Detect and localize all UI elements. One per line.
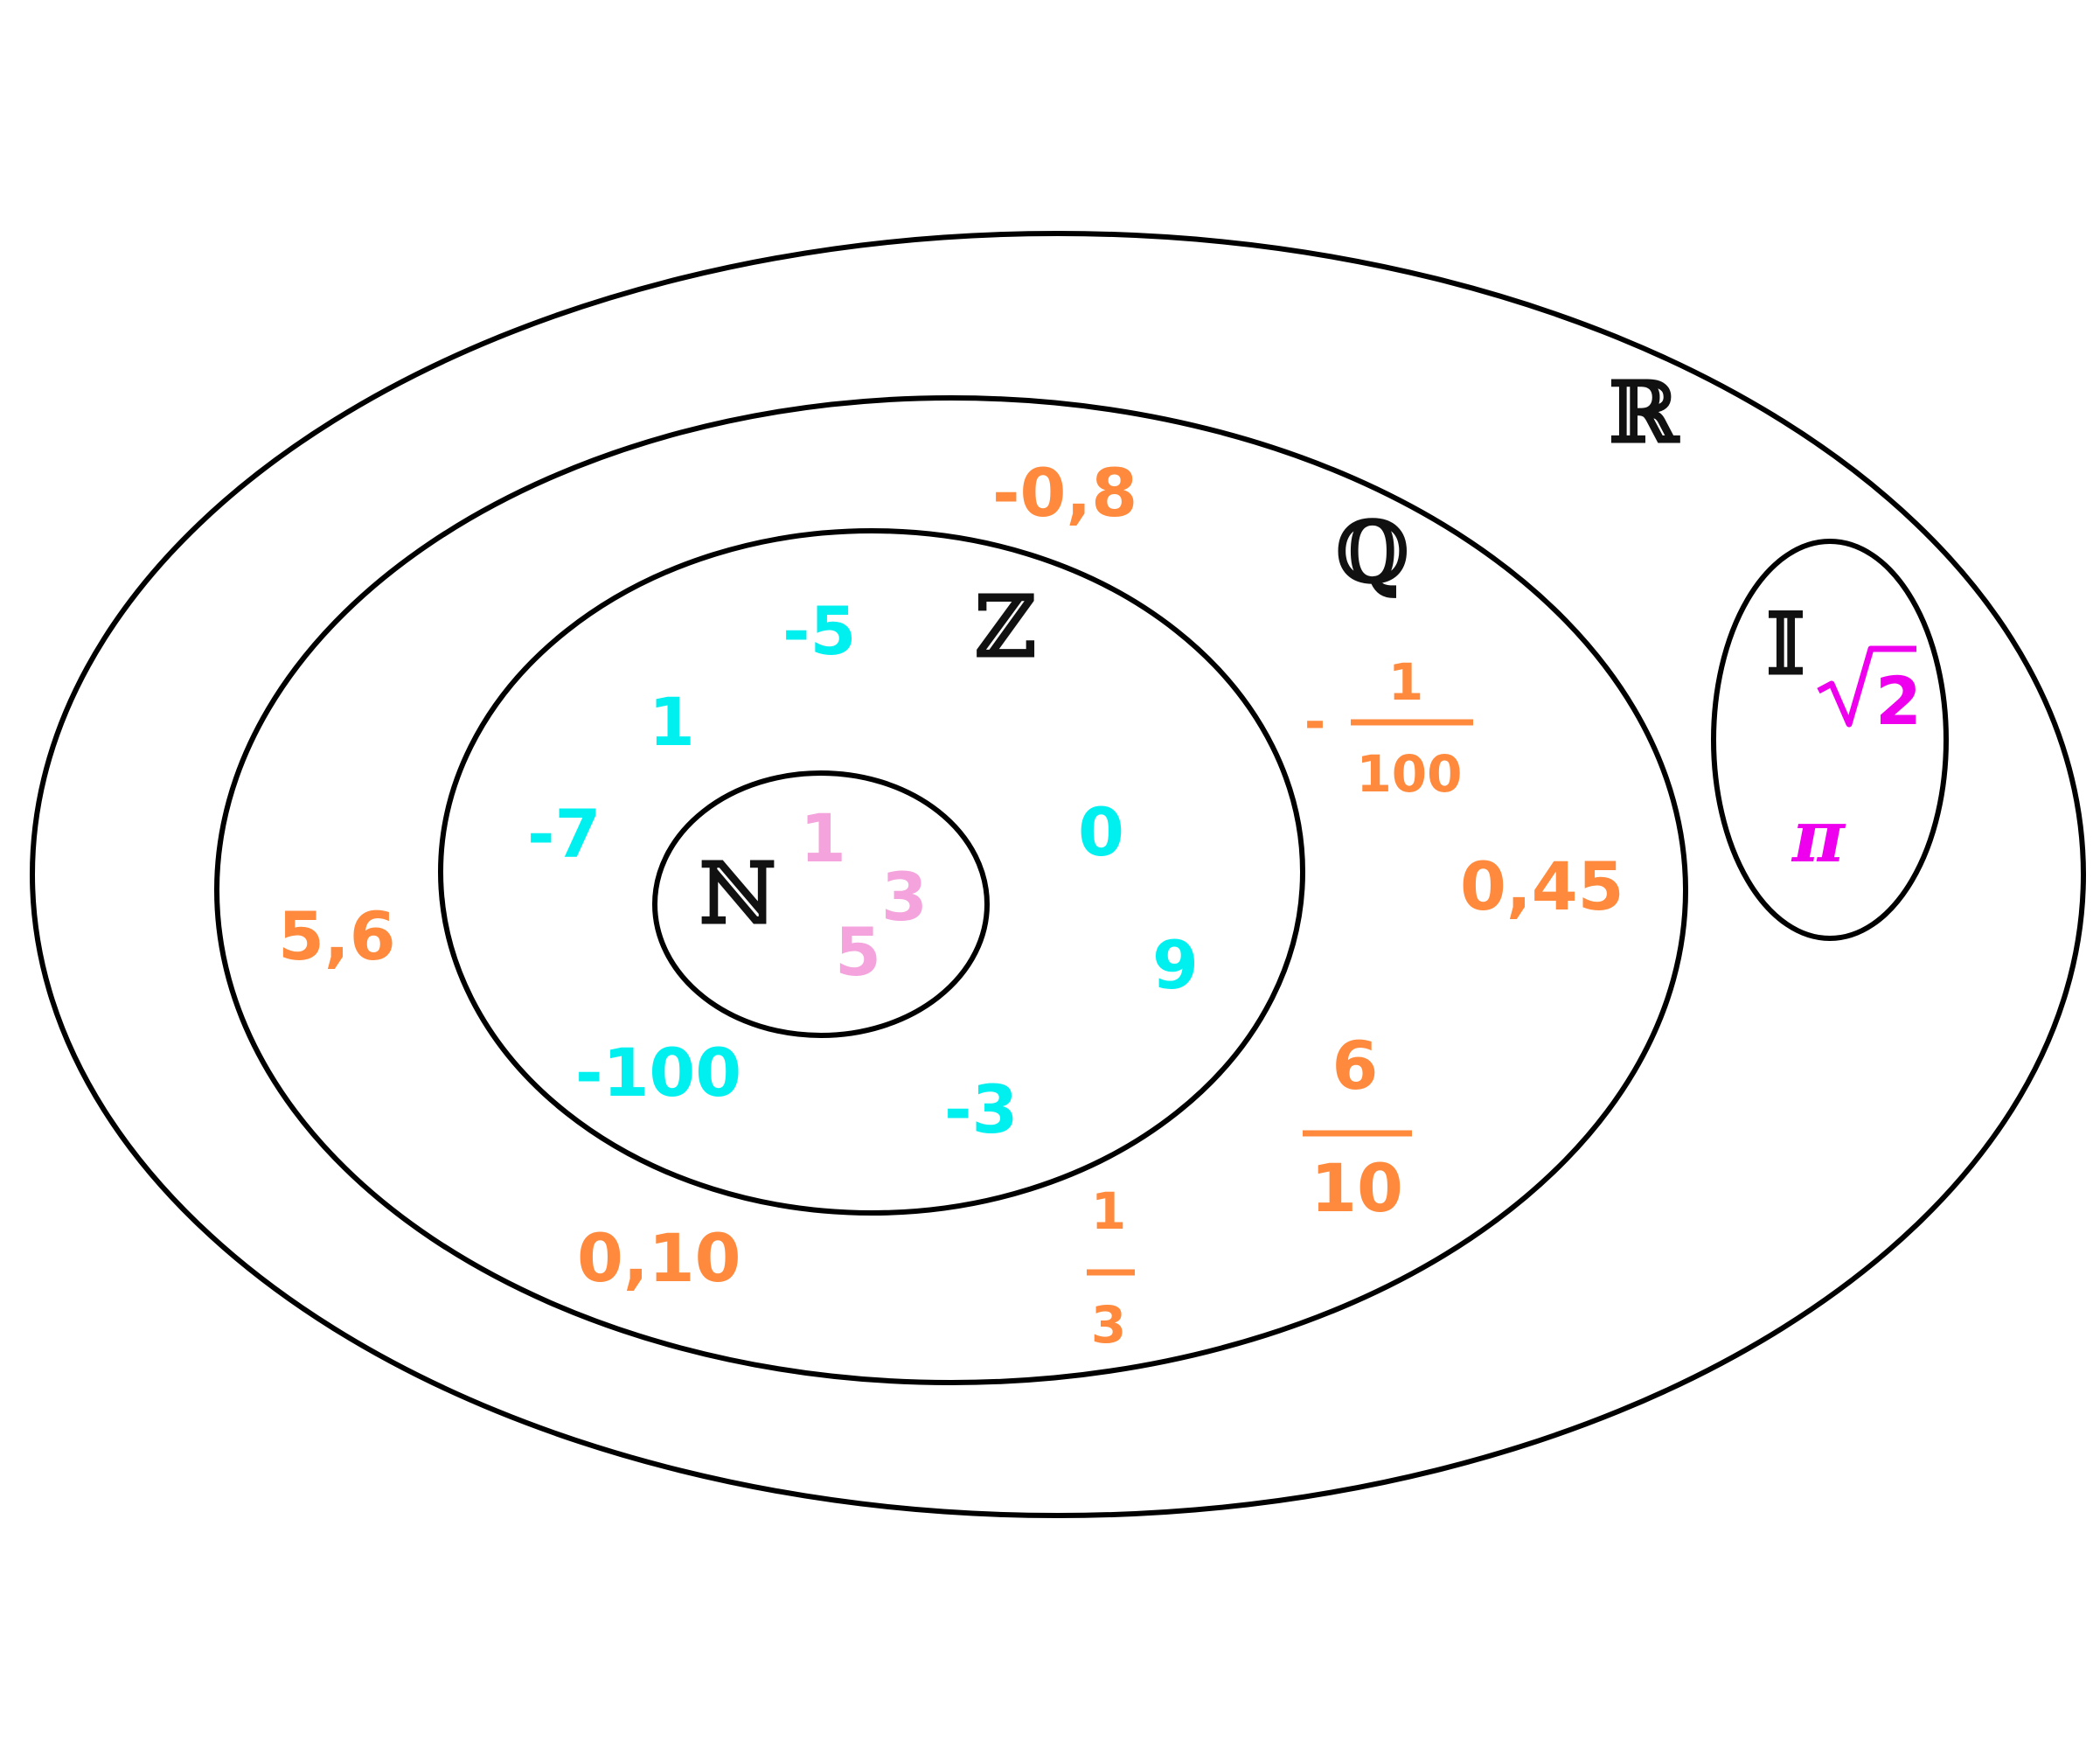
rational-decimal: 0,10 bbox=[577, 1219, 741, 1297]
radicand: 2 bbox=[1875, 662, 1922, 740]
integer-element: -5 bbox=[782, 592, 856, 670]
radical-sign bbox=[1817, 645, 1916, 728]
reals-label: ℝ bbox=[1609, 363, 1680, 462]
integers-label: ℤ bbox=[975, 577, 1036, 676]
rational-decimal: 0,45 bbox=[1460, 847, 1624, 925]
integer-element: 0 bbox=[1078, 793, 1124, 871]
fraction-numerator: 1 bbox=[1388, 652, 1423, 712]
irrationals-set-boundary bbox=[1711, 539, 1949, 941]
rational-fraction-6-10: 6 10 bbox=[1303, 1027, 1412, 1227]
fraction-denominator: 3 bbox=[1091, 1295, 1126, 1355]
rational-decimal: 5,6 bbox=[278, 897, 396, 975]
fraction-numerator: 1 bbox=[1091, 1181, 1126, 1241]
reals-set-boundary bbox=[30, 231, 2086, 1518]
integer-element: -7 bbox=[527, 795, 601, 873]
rational-decimal: -0,8 bbox=[992, 454, 1137, 532]
rationals-label: ℚ bbox=[1336, 503, 1409, 602]
natural-element: 1 bbox=[800, 799, 846, 877]
integer-element: -100 bbox=[575, 1034, 741, 1111]
fraction-denominator: 100 bbox=[1356, 744, 1462, 804]
integer-element: 9 bbox=[1152, 926, 1199, 1004]
rational-fraction-1-3: 1 3 bbox=[1087, 1181, 1135, 1355]
rationals-set-boundary bbox=[214, 395, 1688, 1385]
integers-set-boundary bbox=[438, 528, 1305, 1216]
natural-element: 5 bbox=[835, 913, 881, 991]
fraction-denominator: 10 bbox=[1311, 1149, 1403, 1227]
integer-element: 1 bbox=[649, 683, 695, 761]
fraction-sign: - bbox=[1304, 692, 1325, 751]
fraction-numerator: 6 bbox=[1332, 1027, 1379, 1104]
integer-element: -3 bbox=[944, 1070, 1018, 1148]
rational-fraction-neg-1-100: - 1 100 bbox=[1304, 652, 1473, 804]
naturals-set-boundary bbox=[652, 770, 990, 1038]
irrationals-label: 𝕀 bbox=[1766, 595, 1805, 693]
natural-element: 3 bbox=[881, 858, 928, 936]
naturals-label: ℕ bbox=[699, 844, 776, 943]
irrational-sqrt-2: 2 bbox=[1817, 645, 1922, 740]
irrational-pi: π bbox=[1791, 795, 1846, 879]
